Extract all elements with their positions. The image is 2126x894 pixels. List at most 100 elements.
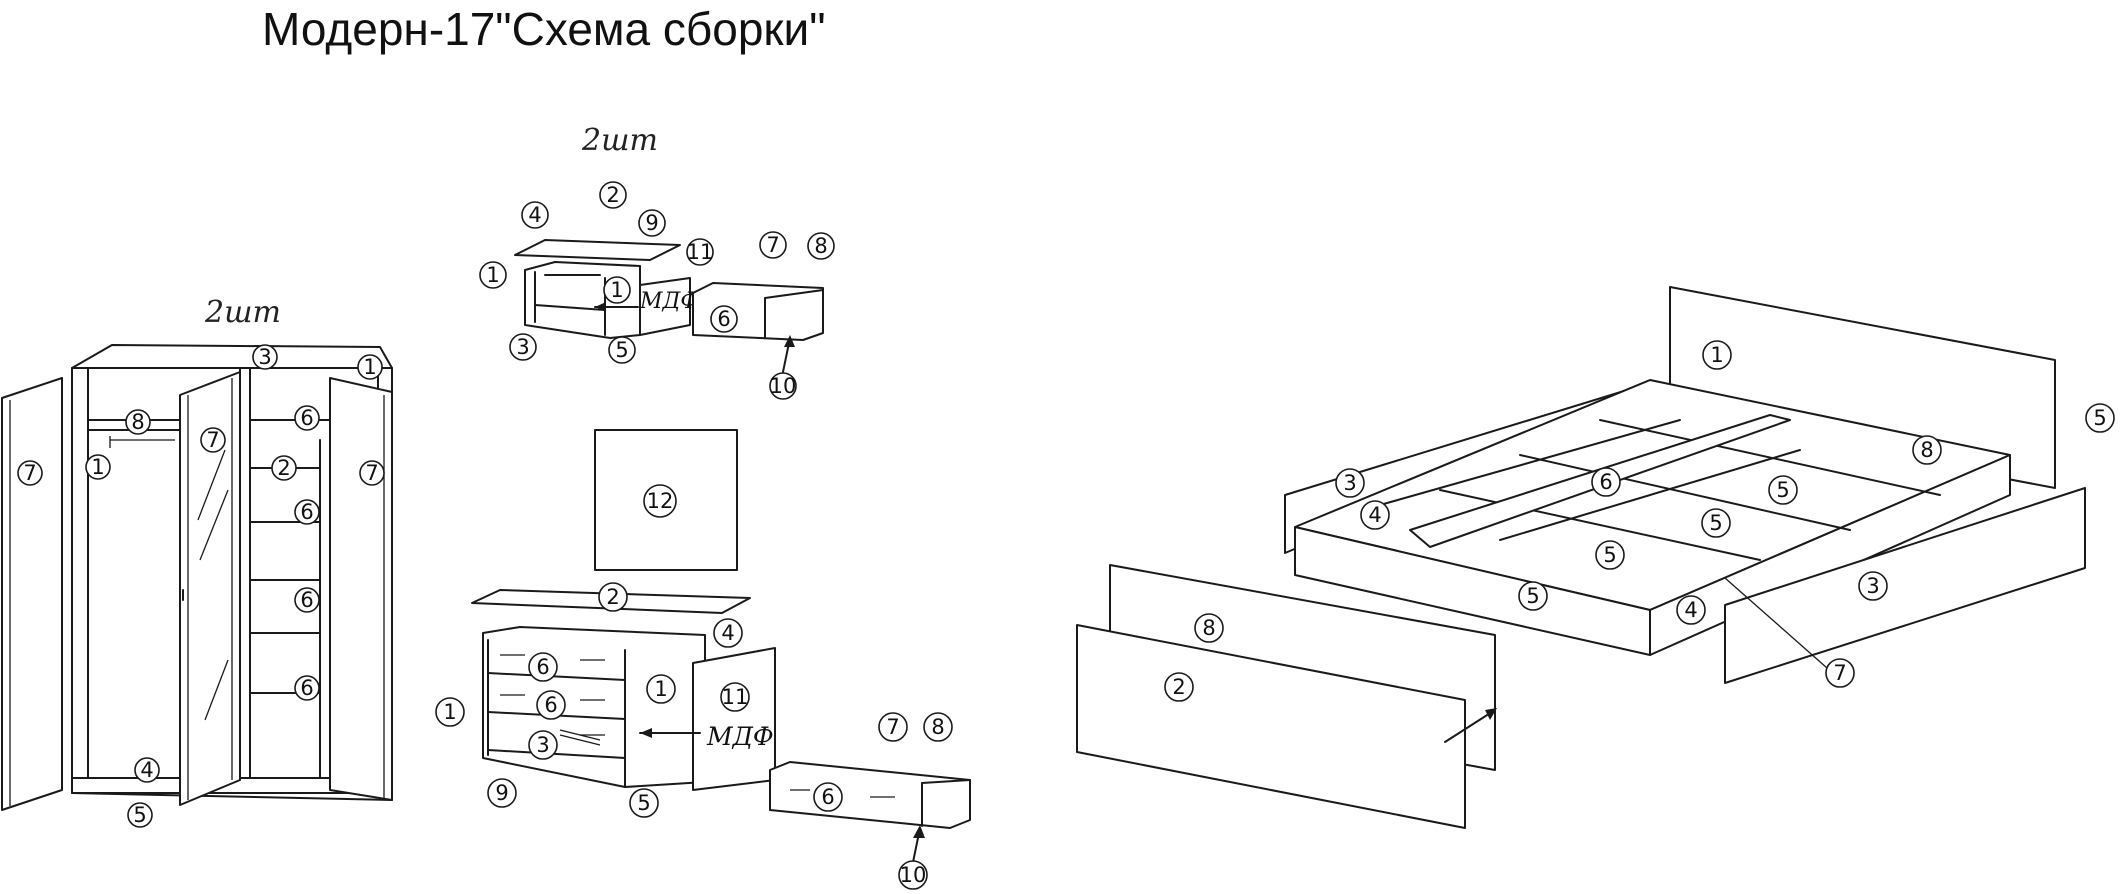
wardrobe-qty-label: 2шт	[204, 295, 281, 330]
svg-text:6: 6	[821, 785, 834, 809]
svg-text:5: 5	[2093, 406, 2106, 430]
svg-text:5: 5	[1709, 511, 1722, 535]
callout: 8	[1194, 613, 1224, 643]
callout: 12	[643, 484, 677, 518]
callout: 10	[769, 372, 797, 400]
callout: 6	[294, 405, 320, 431]
nightstand-mdf-label: МДФ	[639, 289, 699, 314]
svg-text:1: 1	[610, 278, 623, 302]
svg-text:6: 6	[300, 406, 313, 430]
svg-text:2: 2	[606, 585, 619, 609]
svg-text:6: 6	[544, 693, 557, 717]
svg-text:1: 1	[443, 700, 456, 724]
svg-text:3: 3	[1343, 471, 1356, 495]
callout: 3	[528, 730, 558, 760]
svg-text:7: 7	[886, 715, 899, 739]
callout: 7	[17, 460, 43, 486]
callout: 5	[127, 802, 153, 828]
callout: 3	[509, 333, 537, 361]
svg-text:7: 7	[23, 461, 36, 485]
callout: 4	[713, 618, 743, 648]
callout: 5	[1768, 475, 1798, 505]
svg-text:1: 1	[91, 455, 104, 479]
callout: 6	[1591, 467, 1621, 497]
callout: 1	[603, 276, 631, 304]
callout: 8	[125, 409, 151, 435]
callout: 1	[85, 454, 111, 480]
callout: 8	[923, 712, 953, 742]
callout: 2	[271, 455, 297, 481]
svg-text:7: 7	[1833, 661, 1846, 685]
svg-text:3: 3	[516, 335, 529, 359]
svg-text:3: 3	[536, 733, 549, 757]
callout: 4	[1360, 500, 1390, 530]
callout: 10	[898, 860, 928, 890]
svg-text:6: 6	[1599, 470, 1612, 494]
svg-text:8: 8	[1202, 616, 1215, 640]
nightstand-qty-label: 2шт	[581, 123, 658, 158]
svg-text:4: 4	[140, 758, 153, 782]
svg-text:2: 2	[277, 456, 290, 480]
mirror-drawing: 12	[594, 429, 738, 571]
svg-text:5: 5	[133, 803, 146, 827]
dresser-mdf-label: МДФ	[706, 722, 774, 751]
callout: 4	[521, 201, 549, 229]
svg-text:8: 8	[131, 410, 144, 434]
callout: 2	[1164, 672, 1194, 702]
svg-text:9: 9	[645, 211, 658, 235]
svg-text:4: 4	[1368, 503, 1381, 527]
svg-text:1: 1	[486, 263, 499, 287]
callout: 6	[294, 587, 320, 613]
svg-text:4: 4	[528, 203, 541, 227]
callout: 5	[608, 336, 636, 364]
wardrobe-drawing: 2шт	[1, 295, 393, 828]
callout: 7	[759, 231, 787, 259]
svg-text:7: 7	[365, 461, 378, 485]
svg-text:2: 2	[1172, 675, 1185, 699]
svg-text:5: 5	[1526, 584, 1539, 608]
svg-text:8: 8	[931, 715, 944, 739]
callout: 5	[2085, 403, 2115, 433]
svg-text:10: 10	[900, 863, 927, 887]
callout: 2	[599, 181, 627, 209]
callout: 6	[536, 690, 566, 720]
svg-text:4: 4	[1684, 598, 1697, 622]
svg-text:12: 12	[647, 489, 674, 513]
callout: 5	[1701, 508, 1731, 538]
dresser-drawing: МДФ 2 4 6 6 1 11 1 3 9 5 7 8 6 10	[435, 582, 971, 890]
callout: 7	[1825, 658, 1855, 688]
svg-text:2: 2	[606, 183, 619, 207]
svg-text:7: 7	[206, 428, 219, 452]
svg-text:3: 3	[1866, 574, 1879, 598]
bed-drawing: 1 5 3 8 4 6 5 5 5 5 4 3 7 8 2	[1076, 286, 2115, 829]
callout: 9	[487, 778, 517, 808]
svg-text:8: 8	[814, 234, 827, 258]
nightstand-drawing: 2шт МДФ 2 4 9 11 7 8 1 1 6 3 5 10	[479, 123, 835, 400]
callout: 6	[294, 499, 320, 525]
callout: 4	[134, 757, 160, 783]
callout: 4	[1676, 595, 1706, 625]
page-title: Модерн-17"Схема сборки"	[262, 3, 826, 55]
svg-text:8: 8	[1920, 438, 1933, 462]
callout: 11	[720, 682, 750, 712]
svg-text:3: 3	[258, 345, 271, 369]
svg-text:5: 5	[615, 338, 628, 362]
callout: 1	[357, 354, 383, 380]
callout: 1	[479, 261, 507, 289]
svg-text:4: 4	[721, 621, 734, 645]
svg-text:9: 9	[495, 781, 508, 805]
svg-text:11: 11	[687, 240, 714, 264]
svg-text:6: 6	[300, 588, 313, 612]
callout: 9	[638, 209, 666, 237]
callout: 3	[252, 344, 278, 370]
callout: 5	[1518, 581, 1548, 611]
callout: 11	[686, 238, 714, 266]
callout: 6	[294, 675, 320, 701]
svg-text:5: 5	[637, 791, 650, 815]
svg-text:6: 6	[300, 500, 313, 524]
svg-text:10: 10	[770, 374, 797, 398]
svg-text:6: 6	[536, 655, 549, 679]
callout: 7	[359, 460, 385, 486]
callout: 3	[1335, 468, 1365, 498]
